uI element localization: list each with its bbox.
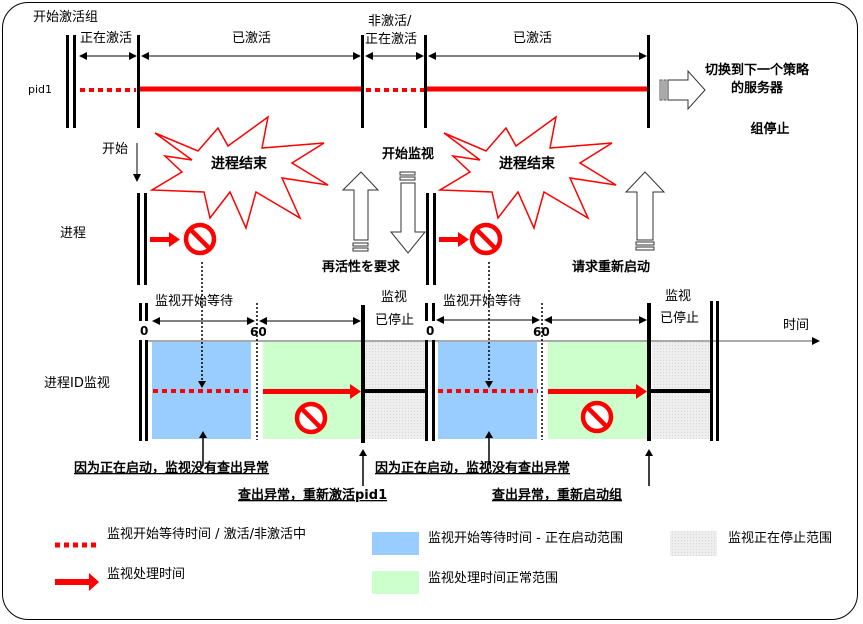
process-red-arrow-icon [150,232,180,247]
monitor-restart-bar [425,303,428,321]
group-start-bar-2 [73,35,76,128]
restart-request-up-arrow-icon [624,171,666,251]
arrowhead [199,431,207,438]
prohibited-icon [297,404,325,432]
arrowhead [485,381,493,388]
arrowhead [359,449,367,456]
process-restart-bar [426,193,429,285]
stopped-label-line1: 监视 [381,290,407,305]
process-red-arrow-icon [439,232,469,247]
pid1-row-label: pid1 [28,83,52,96]
phase-boundary-bar [361,35,364,128]
wait-label-2: 监视开始等待 [443,293,521,309]
legend-label-red-arrow: 监视处理时间 [107,567,185,582]
arrowhead [198,381,206,388]
reactivate-request-up-arrow-icon [341,171,380,252]
process-end-burst-icon [149,115,329,231]
phase-label-reactivating: 正在激活 [365,32,417,47]
start-monitor-down-arrow-icon [389,171,427,254]
prohibited-icon [583,403,611,431]
reactivate-request-label: 再活性を要求 [322,259,401,275]
group-stop-bar [647,35,650,128]
legend-label-gray: 监视正在停止范围 [728,530,832,546]
legend-label-blue: 监视开始等待时间 - 正在启动范围 [428,530,623,546]
restart-request-label: 请求重新启动 [572,259,650,275]
monitor-stop-bar [361,305,365,443]
prohibited-icon [186,225,214,253]
start-label: 开始 [102,142,128,157]
monitor-row-label: 进程ID监视 [44,376,110,391]
switch-label-line2: 的服务器 [731,80,784,96]
burst-label-1: 进程结束 [211,155,268,172]
group-stop-label: 组停止 [750,121,789,137]
monitor-start-bar-2 [145,303,148,321]
note-detect-1: 查出异常，重新激活pid1 [237,487,387,503]
switch-label-line1: 切换到下一个策略 [705,62,810,78]
phase-label-activated-2: 已激活 [513,31,552,46]
legend-green-swatch [372,571,419,594]
stopped-label-line1-2: 监视 [665,289,691,304]
note-starting-1: 因为正在启动，监视没有查出异常 [74,460,269,476]
group-start-label: 开始激活组 [33,10,98,25]
phase-label-activated: 已激活 [232,31,271,46]
phase-label-inactivating: 非激活/ [368,14,412,29]
process-start-bar-2 [144,193,147,285]
legend-label-green: 监视处理时间正常范围 [428,571,558,586]
phase-boundary-bar [424,35,427,128]
process-row-label: 进程 [60,226,86,241]
start-monitor-label: 开始监视 [382,146,434,162]
monitor-stop-bar-2 [647,303,651,441]
legend-red-arrow-swatch [55,573,99,591]
monitor-processing-arrow [263,384,361,399]
time-axis-label: 时间 [783,318,809,333]
time-axis-arrowhead [812,337,820,345]
prohibited-icon [472,225,500,253]
phase-boundary-bar [137,35,140,128]
legend-gray-swatch [670,531,717,556]
burst-label-2: 进程结束 [499,155,556,172]
monitor-start-bar [139,303,142,321]
tick-sixty: 60 [250,325,267,339]
process-start-bar [137,193,140,285]
tick-zero-2: 0 [426,324,434,338]
stopped-label-line2-2: 已停止 [660,310,699,326]
note-starting-2: 因为正在启动，监视没有查出异常 [375,460,570,476]
process-end-burst-icon [437,115,617,231]
stopped-label-line2: 已停止 [375,312,414,328]
monitor-restart-bar-2 [432,340,435,441]
switch-server-arrow-icon [659,69,706,111]
group-end-bar-2 [716,301,719,441]
process-restart-bar-2 [433,193,436,285]
monitor-start-bar [139,340,142,441]
group-end-bar [710,301,713,441]
note-detect-2: 查出异常，重新启动组 [491,487,622,503]
tick-zero: 0 [140,324,148,338]
arrowhead [645,449,653,456]
monitor-restart-bar [425,340,428,441]
monitor-start-bar-2 [145,340,148,441]
legend-blue-swatch [372,532,419,555]
arrowhead [485,431,493,438]
tick-sixty-2: 60 [533,325,550,339]
legend-label-dotted: 监视开始等待时间 / 激活/非激活中 [107,526,306,542]
group-start-bar [66,35,69,128]
phase-label-activating: 正在激活 [80,31,132,46]
wait-label-1: 监视开始等待 [155,293,233,309]
monitor-processing-arrow-2 [548,384,647,399]
monitor-restart-bar-2 [432,303,435,321]
